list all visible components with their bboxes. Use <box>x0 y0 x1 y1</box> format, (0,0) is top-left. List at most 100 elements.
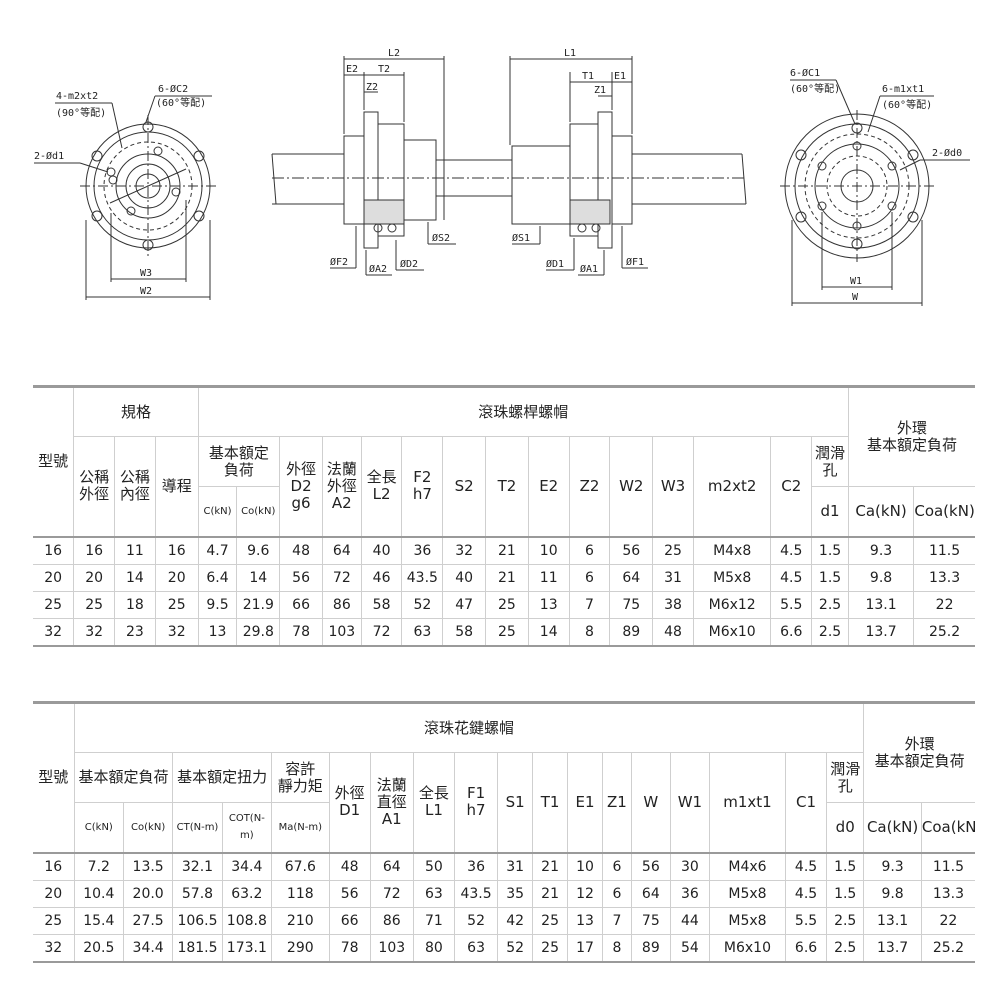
label-right-w1: W1 <box>850 276 862 287</box>
table-cell: 21.9 <box>236 590 281 619</box>
label-left-m: 4-m2xt2 <box>56 91 98 102</box>
table-cell: 17 <box>567 933 604 963</box>
table-cell: 86 <box>321 590 362 619</box>
label-t1: T1 <box>582 71 594 82</box>
table-cell: 89 <box>630 933 671 963</box>
header-lube-hole: 潤滑 孔 <box>811 436 849 487</box>
table-cell: 25 <box>154 590 199 619</box>
table-cell: M4x6 <box>708 851 787 881</box>
label-right-c: 6-ØC1 <box>790 67 820 79</box>
label-d1: ØD1 <box>546 258 564 270</box>
table-cell: 6.6 <box>770 617 813 647</box>
header-co-2: Co(kN) <box>122 802 174 853</box>
table-cell: 23 <box>114 617 156 647</box>
header-m2xt2: m2xt2 <box>692 436 772 537</box>
table-cell: 8 <box>602 933 632 963</box>
table-cell: 2.5 <box>826 933 865 963</box>
table-cell: 32.1 <box>172 851 223 881</box>
table-cell: 67.6 <box>271 851 330 881</box>
header-z1: Z1 <box>602 752 632 853</box>
header-c: C(kN) <box>197 486 238 537</box>
table-cell: 10 <box>567 851 604 881</box>
table-cell: 25 <box>485 590 529 619</box>
table-cell: 20 <box>33 563 75 592</box>
table-cell: 8 <box>568 617 611 647</box>
table-cell: 11.5 <box>920 851 975 881</box>
label-left-c: 6-ØC2 <box>158 83 188 95</box>
table-cell: 2.5 <box>811 590 849 619</box>
table-cell: 47 <box>442 590 487 619</box>
table-cell: 25.2 <box>920 933 975 963</box>
label-a2: ØA2 <box>369 263 387 275</box>
header-coa: Coa(kN) <box>913 486 975 537</box>
header-t1: T1 <box>532 752 569 853</box>
header-f2: F2 h7 <box>401 436 444 537</box>
table-cell: 50 <box>412 851 455 881</box>
technical-drawing: 4-m2xt2 (90°等配) 6-ØC2 (60°等配) 2-Ød1 W3 W… <box>0 0 1000 350</box>
table-cell: 21 <box>532 879 569 908</box>
table-cell: 4.5 <box>770 563 813 592</box>
header-ma: Ma(N-m) <box>271 802 330 853</box>
table-cell: 9.5 <box>197 590 238 619</box>
table-cell: 78 <box>328 933 371 963</box>
header-co: Co(kN) <box>236 486 281 537</box>
table-cell: 25 <box>33 590 75 619</box>
table-cell: 35 <box>497 879 534 908</box>
table-cell: 56 <box>609 535 654 565</box>
table-cell: 25 <box>485 617 529 647</box>
label-l1: L1 <box>564 48 576 59</box>
table-cell: 6 <box>602 879 632 908</box>
header-spec: 規格 <box>73 385 199 437</box>
table-cell: 20 <box>33 879 75 908</box>
table-cell: 32 <box>33 617 75 647</box>
header-f1: F1 h7 <box>453 752 499 853</box>
header-model: 型號 <box>33 385 75 537</box>
table-cell: 43.5 <box>453 879 499 908</box>
table-cell: 15.4 <box>73 906 124 935</box>
table-cell: 16 <box>73 535 116 565</box>
table-cell: 11.5 <box>913 535 975 565</box>
table-cell: 173.1 <box>221 933 273 963</box>
table-cell: 63 <box>412 879 455 908</box>
label-s2: ØS2 <box>432 232 450 244</box>
header-basic-load-2: 基本額定負荷 <box>73 752 174 803</box>
table-cell: 36 <box>669 879 710 908</box>
table-cell: 4.5 <box>770 535 813 565</box>
table-cell: M6x12 <box>692 590 772 619</box>
table-cell: 36 <box>453 851 499 881</box>
table-cell: 11 <box>114 535 156 565</box>
table-cell: 22 <box>913 590 975 619</box>
table-cell: 48 <box>328 851 371 881</box>
table-cell: 13.1 <box>863 906 922 935</box>
header-w3: W3 <box>652 436 694 537</box>
table-cell: 34.4 <box>221 851 273 881</box>
table-cell: 52 <box>497 933 534 963</box>
header-ct: CT(N-m) <box>172 802 223 853</box>
table-cell: 20.0 <box>122 879 174 908</box>
table-cell: 13 <box>567 906 604 935</box>
table-cell: 7 <box>568 590 611 619</box>
label-left-w3: W3 <box>140 268 152 279</box>
table-cell: 13.3 <box>913 563 975 592</box>
ball-screw-nut-table: 型號 規格 滾珠螺桿螺帽 外環 基本額定負荷 公稱 外徑 公稱 內徑 導程 基本… <box>33 385 975 647</box>
table-cell: 46 <box>360 563 403 592</box>
header-coa-2: Coa(kN) <box>920 802 975 853</box>
label-z1: Z1 <box>594 85 606 96</box>
header-outer-load: 外環 基本額定負荷 <box>847 385 975 487</box>
table-cell: 56 <box>279 563 323 592</box>
label-left-d: 2-Ød1 <box>34 150 64 162</box>
table-cell: 56 <box>328 879 371 908</box>
header-c1: C1 <box>784 752 828 853</box>
table-cell: 75 <box>630 906 671 935</box>
table-cell: 7 <box>602 906 632 935</box>
table-cell: 66 <box>328 906 371 935</box>
table-cell: 44 <box>669 906 710 935</box>
header-d1-2: 外徑 D1 <box>328 752 371 853</box>
table-cell: 25 <box>652 535 694 565</box>
table-cell: 1.5 <box>826 879 865 908</box>
